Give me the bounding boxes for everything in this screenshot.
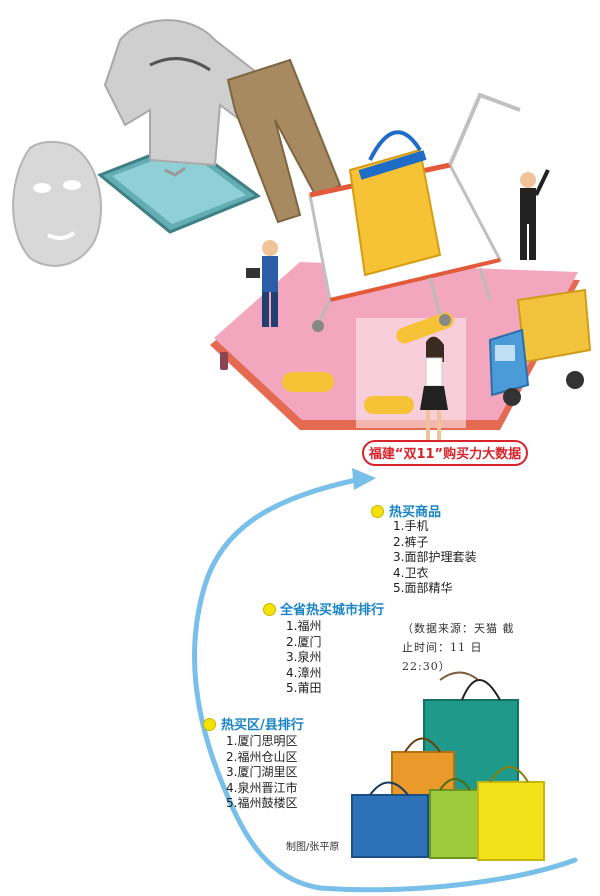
bullet-dot-hot-goods — [371, 505, 384, 518]
list-item: 3.面部护理套装 — [393, 550, 477, 565]
list-item: 1.厦门思明区 — [226, 734, 298, 748]
list-item: 2.福州仓山区 — [226, 749, 298, 764]
list-item: 1.福州 — [286, 619, 322, 633]
list-item: 1.手机 — [393, 519, 429, 533]
list-item: 2.厦门 — [286, 634, 322, 649]
list-item: 4.卫衣 — [393, 565, 429, 580]
list-item: 3.泉州 — [286, 650, 322, 665]
bullet-dot-cities — [263, 603, 276, 616]
list-item: 3.厦门湖里区 — [226, 765, 298, 780]
face-mask-icon — [12, 140, 102, 267]
list-item: 4.漳州 — [286, 665, 322, 680]
person-woman-icon — [420, 336, 448, 440]
flow-curve — [192, 475, 578, 893]
hot-goods-list: 1.手机 2.裤子 3.面部护理套装 4.卫衣 5.面部精华 — [393, 519, 476, 597]
list-item: 5.莆田 — [286, 681, 322, 696]
pants-icon — [226, 58, 342, 224]
bullet-dot-districts — [203, 718, 216, 731]
list-item: 5.福州鼓楼区 — [226, 796, 298, 811]
cities-list: 1.福州 2.厦门 3.泉州 4.漳州 5.莆田 — [286, 619, 321, 697]
hoodie-icon — [103, 19, 262, 177]
shopping-cart-icon — [308, 92, 521, 332]
page-title: 福建“双11”购买力大数据 — [362, 440, 528, 466]
person-clipboard-icon — [246, 240, 278, 327]
section-title-districts: 热买区/县排行 — [221, 718, 304, 733]
delivery-truck-icon — [488, 288, 592, 406]
person-businessman-icon — [520, 169, 550, 260]
data-source-note: （数据来源：天猫 截止时间：11 日 22:30） — [402, 622, 515, 673]
shopping-bags-icon — [351, 671, 545, 861]
section-title-cities: 全省热买城市排行 — [280, 603, 385, 618]
list-item: 5.面部精华 — [393, 581, 453, 596]
image-credit: 制图/张平原 — [286, 842, 340, 853]
list-item: 2.裤子 — [393, 534, 429, 549]
list-item: 4.泉州晋江市 — [226, 780, 298, 795]
districts-list: 1.厦门思明区 2.福州仓山区 3.厦门湖里区 4.泉州晋江市 5.福州鼓楼区 — [226, 734, 297, 812]
flow-arrow-head — [352, 468, 376, 490]
section-title-hot-goods: 热买商品 — [389, 505, 442, 520]
